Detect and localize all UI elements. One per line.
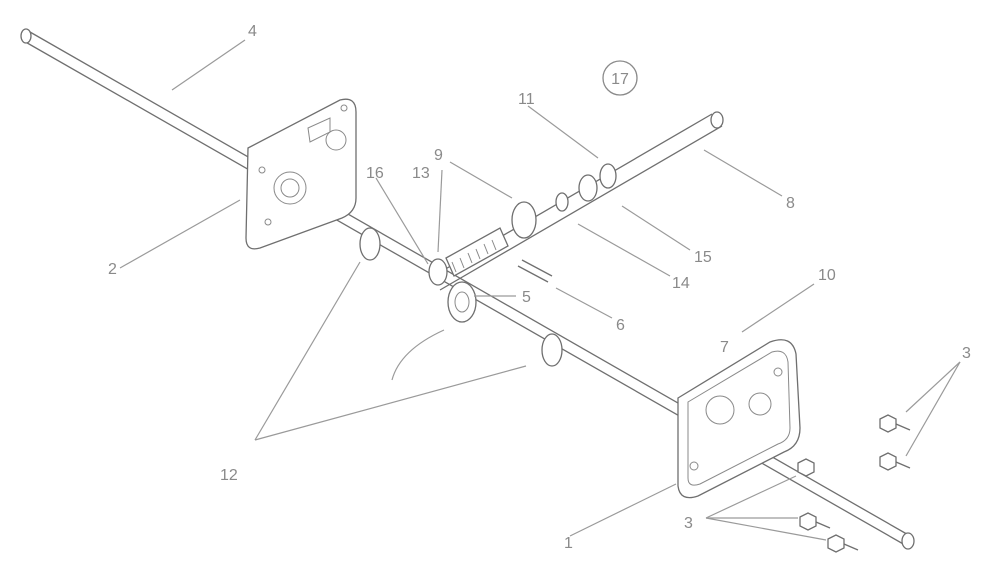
group-label-text: 17 — [611, 71, 629, 88]
callout-labels: 4 2 12 13 16 9 11 8 15 14 6 5 10 7 1 3 3 — [108, 23, 971, 552]
callout-8: 8 — [786, 195, 795, 212]
callout-7: 7 — [720, 339, 729, 356]
worm-assembly — [428, 163, 617, 323]
callout-3-bottom: 3 — [684, 515, 693, 532]
callout-4: 4 — [248, 23, 257, 40]
left-bracket-plate — [245, 98, 357, 250]
leader-lines — [119, 39, 961, 541]
callout-1: 1 — [564, 535, 573, 552]
right-cover-plate — [677, 339, 801, 499]
callout-2: 2 — [108, 261, 117, 278]
callout-6: 6 — [616, 317, 625, 334]
callout-13: 13 — [412, 165, 430, 182]
callout-11: 11 — [518, 91, 535, 108]
callout-15: 15 — [694, 249, 712, 266]
callout-12: 12 — [220, 467, 238, 484]
shaft-spacers — [359, 227, 563, 367]
callout-5: 5 — [522, 289, 531, 306]
group-label-circle: 17 — [602, 60, 638, 96]
callout-16: 16 — [366, 165, 384, 182]
bolts — [797, 414, 911, 553]
callout-3-right: 3 — [962, 345, 971, 362]
callout-10: 10 — [818, 267, 836, 284]
callout-9: 9 — [434, 147, 443, 164]
callout-14: 14 — [672, 275, 690, 292]
